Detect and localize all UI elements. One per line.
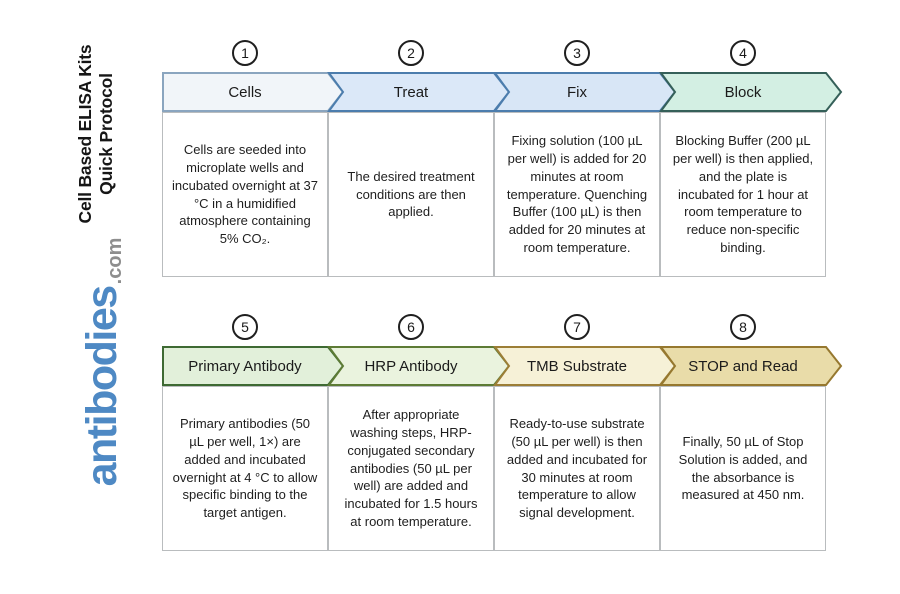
row2-step-numbers: 5 6 7 8 [162,314,852,340]
step-number-badge: 8 [730,314,756,340]
step-description-box: After appropriate washing steps, HRP-con… [328,386,494,551]
step-arrow-tmb-substrate: TMB Substrate [493,346,677,386]
step-description-box: Ready-to-use substrate (50 µL per well) … [494,386,660,551]
step-description: Cells are seeded into microplate wells a… [172,142,318,247]
step-number-badge: 2 [398,40,424,66]
step-arrow-fix: Fix [493,72,677,112]
step-number-badge: 5 [232,314,258,340]
row1-arrow-banners: Cells Treat Fix Block [162,72,852,112]
step-number-badge: 1 [232,40,258,66]
antibodies-logo: antibodies .com [78,212,134,512]
step-description-box: Finally, 50 µL of Stop Solution is added… [660,386,826,551]
row2-arrow-banners: Primary Antibody HRP Antibody TMB Substr… [162,346,852,386]
step-label: Fix [567,83,587,101]
step-arrow-stop-and-read: STOP and Read [659,346,843,386]
logo-domain-suffix: .com [104,237,126,285]
step-label: STOP and Read [688,357,798,375]
step-description-box: Fixing solution (100 µL per well) is add… [494,112,660,277]
row1-step-numbers: 1 2 3 4 [162,40,852,66]
flowchart: 1 2 3 4 Cells Treat [162,40,852,551]
row2-description-boxes: Primary antibodies (50 µL per well, 1×) … [162,386,852,551]
step-description: Finally, 50 µL of Stop Solution is added… [678,433,808,503]
step-description: Ready-to-use substrate (50 µL per well) … [506,416,648,521]
step-description: Fixing solution (100 µL per well) is add… [506,133,648,255]
step-number-badge: 7 [564,314,590,340]
arrow-banner-shape [659,346,843,386]
logo-wordmark: antibodies [78,286,126,487]
step-label: HRP Antibody [364,357,458,375]
step-number-badge: 3 [564,40,590,66]
step-number-badge: 4 [730,40,756,66]
page-title-line1: Cell Based ELISA Kits [74,44,95,224]
page-title: Cell Based ELISA Kits Quick Protocol [73,34,119,234]
step-description-box: Blocking Buffer (200 µL per well) is the… [660,112,826,277]
step-label: Treat [393,83,429,101]
step-description-box: Primary antibodies (50 µL per well, 1×) … [162,386,328,551]
step-description-box: The desired treatment conditions are the… [328,112,494,277]
step-description: The desired treatment conditions are the… [347,168,475,220]
step-description: Primary antibodies (50 µL per well, 1×) … [172,416,318,521]
step-label: Primary Antibody [188,357,302,375]
step-arrow-cells: Cells [162,72,345,112]
row1-description-boxes: Cells are seeded into microplate wells a… [162,112,852,277]
step-arrow-hrp-antibody: HRP Antibody [327,346,511,386]
arrow-banner-shape [659,72,843,112]
step-label: Block [724,83,762,101]
step-label: TMB Substrate [526,357,628,375]
step-description: Blocking Buffer (200 µL per well) is the… [672,133,814,255]
step-number-badge: 6 [398,314,424,340]
step-arrow-treat: Treat [327,72,511,112]
step-arrow-primary-antibody: Primary Antibody [162,346,345,386]
step-description-box: Cells are seeded into microplate wells a… [162,112,328,277]
page-title-line2: Quick Protocol [96,73,116,195]
step-label: Cells [228,83,262,101]
step-arrow-block: Block [659,72,843,112]
step-description: After appropriate washing steps, HRP-con… [344,407,478,529]
